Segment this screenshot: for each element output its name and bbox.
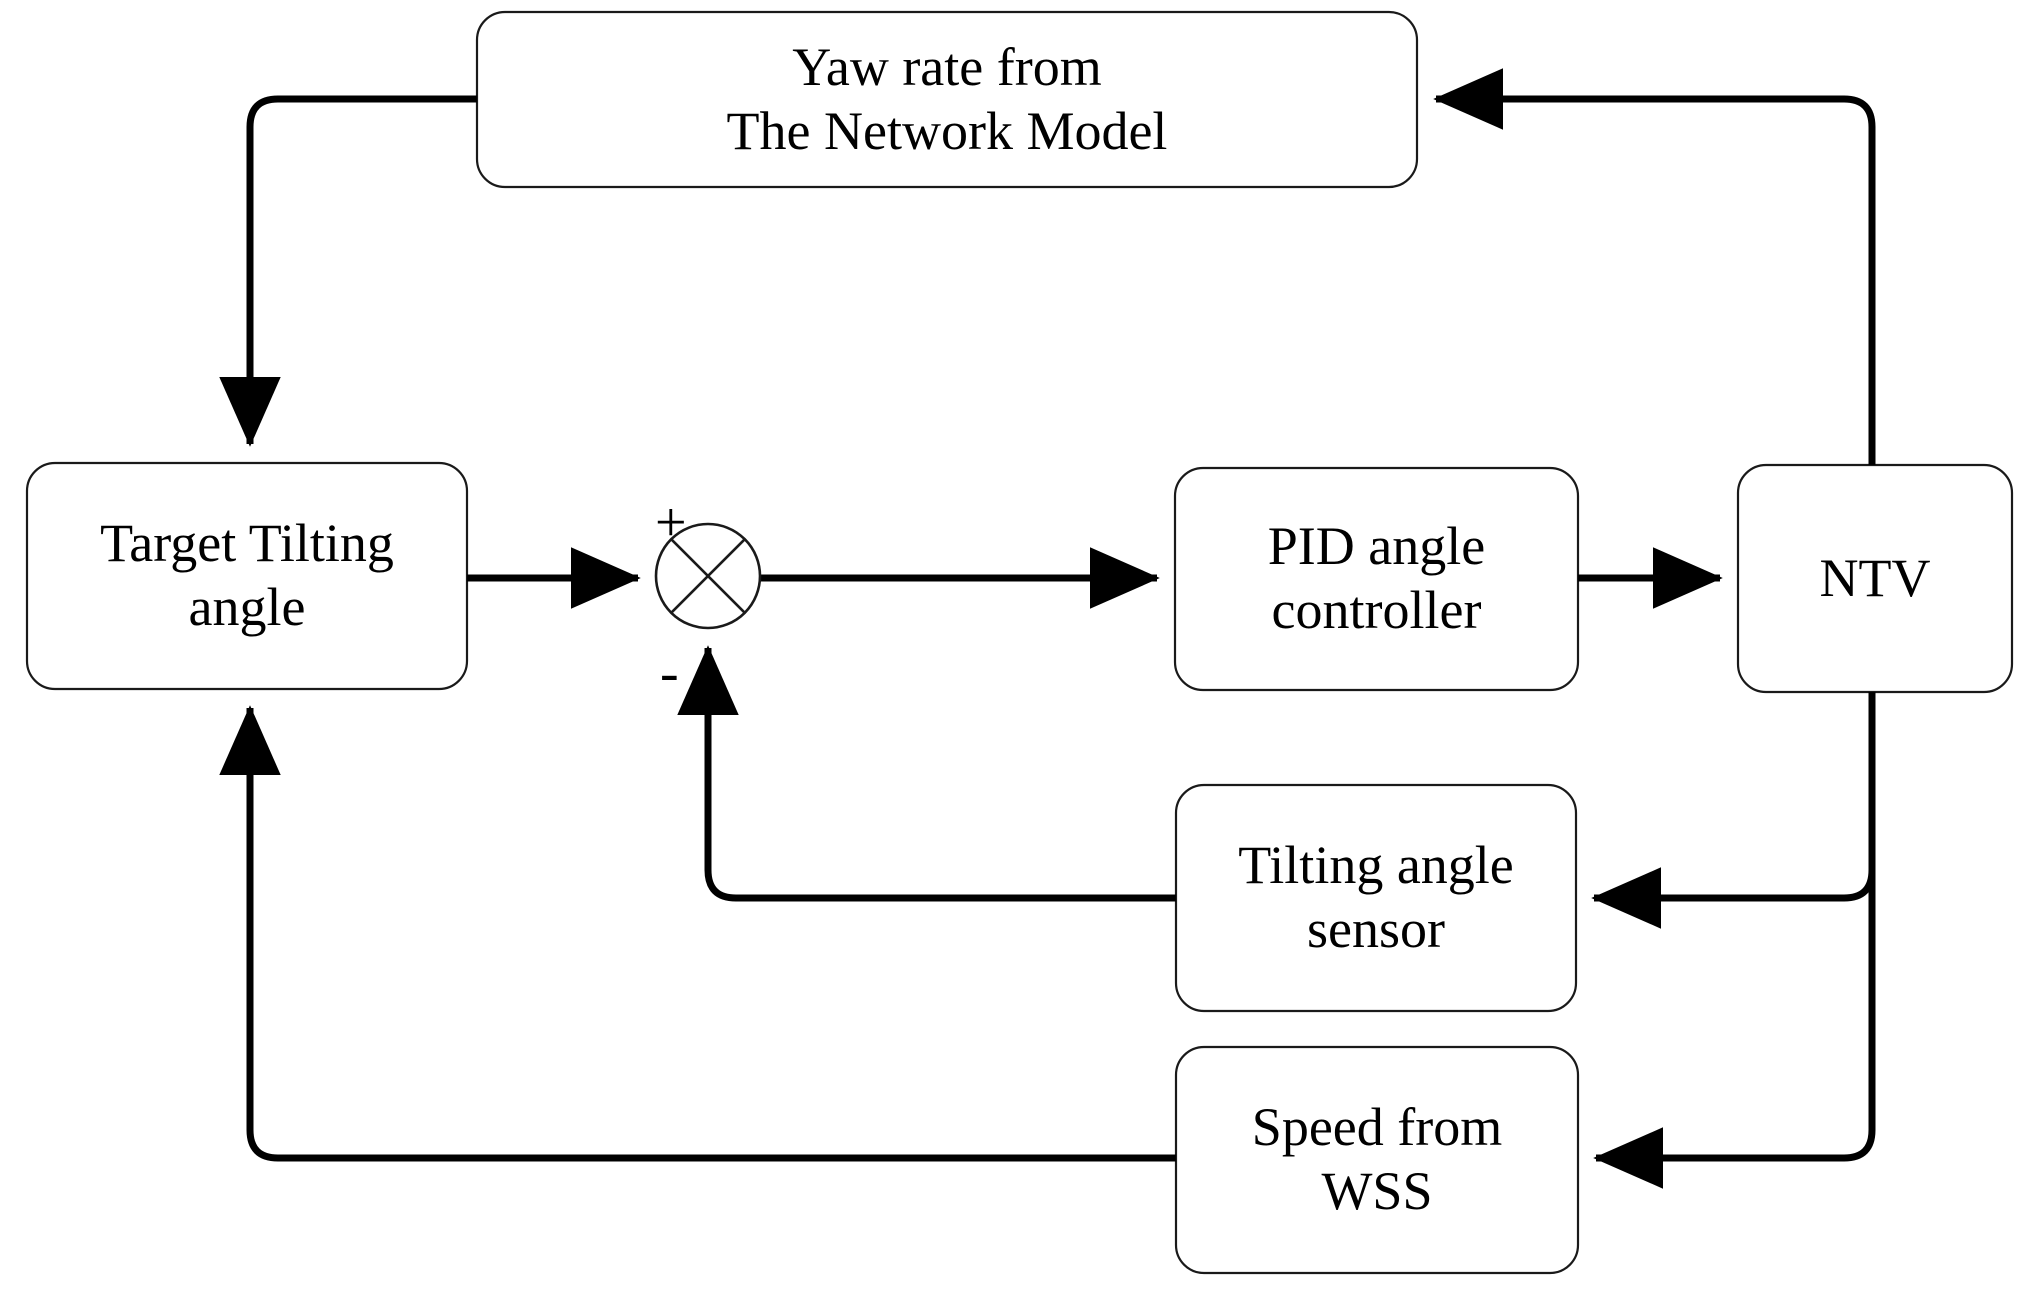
block-speed-from-wss-shape[interactable] — [1174, 1045, 1580, 1275]
summing-junction-cross-stroke-2 — [670, 538, 746, 614]
summing-junction[interactable] — [654, 522, 762, 630]
summing-junction-plus-sign: + — [655, 492, 687, 554]
connection-wss-to-target — [219, 705, 1176, 1162]
connection-ntv-to-tilting-sensor — [1591, 867, 1876, 929]
connection-lines — [219, 68, 1876, 1189]
connection-ntv-to-yaw-rate — [1433, 68, 1876, 465]
block-ntv-shape[interactable] — [1736, 463, 2014, 694]
connection-tilting-sensor-to-sum — [677, 645, 1176, 902]
block-shapes — [25, 10, 2014, 1275]
block-yaw-rate-network-model-shape[interactable] — [475, 10, 1419, 189]
block-target-tilting-angle-shape[interactable] — [25, 461, 469, 691]
block-tilting-angle-sensor-shape[interactable] — [1174, 783, 1578, 1013]
connection-ntv-to-wss — [1593, 692, 1876, 1189]
summing-junction-minus-sign: - — [660, 642, 679, 704]
block-pid-angle-controller-shape[interactable] — [1173, 466, 1580, 692]
connection-yaw-rate-to-target — [219, 95, 477, 447]
